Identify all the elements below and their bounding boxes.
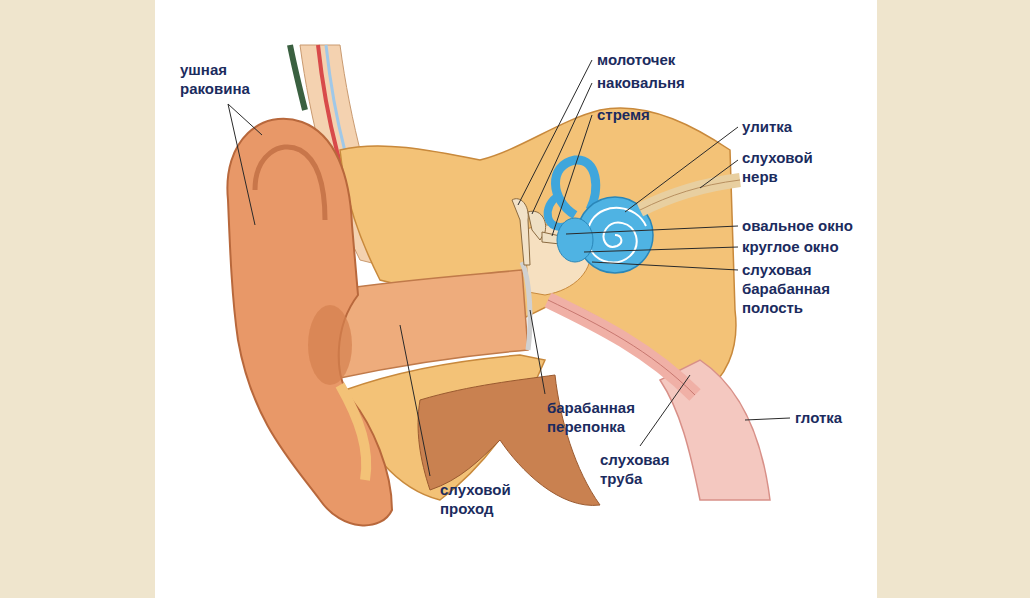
part-label: слуховой нерв: [742, 148, 842, 186]
part-label: наковальня: [597, 73, 737, 92]
part-label: улитка: [742, 117, 862, 136]
part-label: стремя: [597, 105, 717, 124]
part-label: слуховой проход: [440, 480, 540, 518]
part-label: глотка: [795, 408, 870, 427]
part-label: круглое окно: [742, 237, 872, 256]
part-label: ушная раковина: [180, 60, 275, 98]
part-label: молоточек: [597, 50, 737, 69]
part-label: слуховая труба: [600, 450, 695, 488]
part-label: овальное окно: [742, 216, 872, 235]
part-label: слуховая барабанная полость: [742, 260, 842, 317]
part-label: барабанная перепонка: [547, 398, 662, 436]
